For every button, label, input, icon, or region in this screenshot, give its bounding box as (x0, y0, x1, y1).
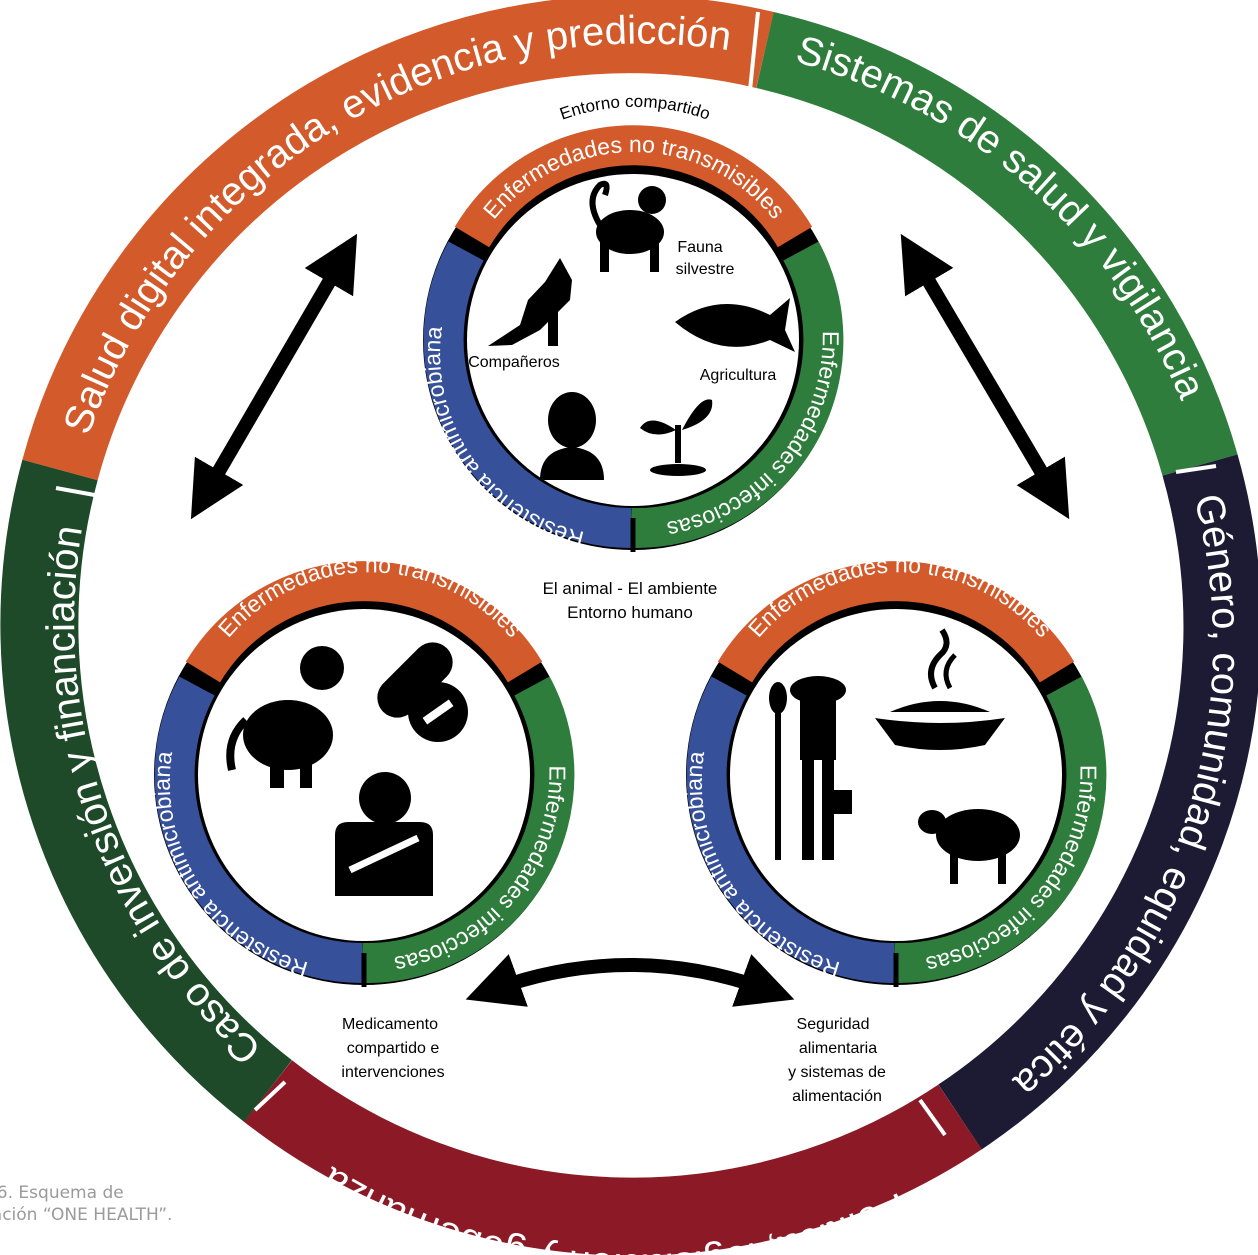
top-circle: Enfermedades no transmisibles Enfermedad… (419, 92, 844, 553)
outer-segment-green (756, 12, 1238, 476)
figure-caption-line2: gración “ONE HEALTH”. (0, 1205, 173, 1225)
person-icon (540, 392, 604, 480)
steaming-dish-icon (875, 628, 1005, 750)
label-wildlife-2: silvestre (676, 261, 735, 278)
right-circle: Enfermedades no transmisibles Enfermedad… (681, 551, 1107, 1105)
left-caption-1: Medicamento (342, 1016, 438, 1033)
monkey-icon (589, 180, 666, 272)
outer-ring-separators (55, 11, 1217, 1137)
outer-segment-navy (938, 454, 1258, 1150)
left-caption-3: intervenciones (341, 1064, 444, 1081)
left-caption-2: compartido e (347, 1040, 440, 1057)
plant-icon (640, 399, 713, 476)
arrow-top-left (190, 233, 358, 520)
fish-icon (675, 298, 795, 352)
figure-caption: ra 6. Esquema de gración “ONE HEALTH”. (0, 1182, 300, 1226)
pill-icon (377, 642, 468, 742)
outer-segment-orange (22, 0, 774, 481)
arrow-top-right (900, 233, 1070, 520)
right-caption-4: alimentación (792, 1088, 882, 1105)
arrow-bottom (465, 954, 795, 1007)
outer-segment-dark-green (0, 459, 292, 1122)
label-agriculture: Agricultura (700, 367, 777, 384)
center-label-line2: Entorno humano (567, 603, 693, 622)
right-caption-1: Seguridad (797, 1016, 870, 1033)
injured-person-icon (335, 772, 433, 896)
center-label-line1: El animal - El ambiente (543, 579, 718, 598)
right-caption-3: y sistemas de (788, 1064, 886, 1081)
label-companions: Compañeros (468, 354, 560, 371)
figure-caption-line1: ra 6. Esquema de (0, 1183, 124, 1203)
label-wildlife: Fauna (677, 239, 722, 256)
top-circle-title: Entorno compartido (557, 92, 712, 124)
puppy-icon (226, 646, 344, 788)
right-caption-2: alimentaria (799, 1040, 877, 1057)
center-label: El animal - El ambiente Entorno humano (543, 579, 718, 622)
sheep-icon (918, 809, 1020, 884)
outer-segment-red (243, 1060, 982, 1255)
farmer-icon (769, 676, 852, 860)
dog-icon (488, 258, 572, 346)
connector-arrows (190, 233, 1070, 1007)
